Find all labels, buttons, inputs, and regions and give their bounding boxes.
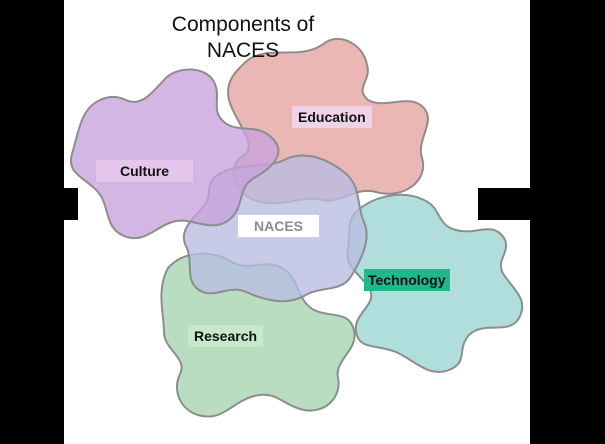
label-culture: Culture: [96, 160, 193, 182]
label-naces: NACES: [238, 215, 320, 237]
label-research: Research: [188, 325, 264, 347]
left-edge-marker: [64, 188, 78, 220]
diagram-canvas: Components of NACES Education Culture NA…: [64, 0, 530, 444]
right-edge-marker: [478, 188, 530, 220]
diagram-title: Components of NACES: [171, 13, 315, 62]
label-education: Education: [292, 106, 372, 128]
piece-culture: [69, 68, 280, 240]
label-technology: Technology: [364, 269, 450, 291]
puzzle-piece-culture: [69, 68, 280, 240]
